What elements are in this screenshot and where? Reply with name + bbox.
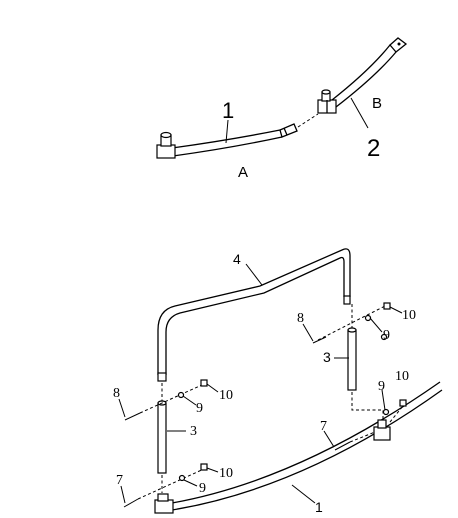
post-right	[347, 304, 384, 425]
label-nut-left-top: 10	[219, 388, 233, 403]
label-washer-right-top: 9	[383, 328, 390, 343]
label-part-2: 2	[367, 135, 380, 162]
label-nut-left-bottom: 10	[219, 466, 233, 481]
label-nut-right-mid: 10	[395, 369, 409, 384]
hardware-right-mid	[334, 399, 407, 451]
label-nut-right-top: 10	[402, 308, 416, 323]
rail-section-a	[156, 123, 298, 159]
label-post-left: 3	[190, 424, 197, 439]
label-bolt-left-bottom: 7	[116, 473, 123, 488]
label-washer-right-mid: 9	[378, 379, 385, 394]
post-left	[157, 383, 167, 493]
label-washer-left-bottom: 9	[199, 481, 206, 496]
label-washer-left-top: 9	[196, 401, 203, 416]
label-end-a: A	[238, 164, 248, 181]
connection-line	[297, 113, 319, 128]
label-lower-rail: 1	[315, 499, 323, 515]
rail-section-b	[317, 37, 408, 114]
top-assembly: 1 A B 2	[156, 37, 408, 181]
bow-frame	[157, 248, 351, 382]
hardware-left-top	[124, 379, 219, 421]
label-bolt-right-top: 8	[297, 311, 304, 326]
hardware-left-bottom	[123, 463, 219, 508]
label-bolt-left-top: 8	[113, 386, 120, 401]
label-post-right: 3	[323, 349, 331, 365]
label-bow: 4	[233, 251, 241, 267]
label-part-1: 1	[222, 98, 234, 123]
label-bolt-right-bottom: 7	[320, 419, 327, 434]
bottom-assembly: 4 3 3 1 8 8 7 7 9 9 9 9 10 10 10 10	[113, 248, 443, 515]
label-end-b: B	[372, 95, 382, 112]
hardware-right-top	[312, 302, 403, 344]
